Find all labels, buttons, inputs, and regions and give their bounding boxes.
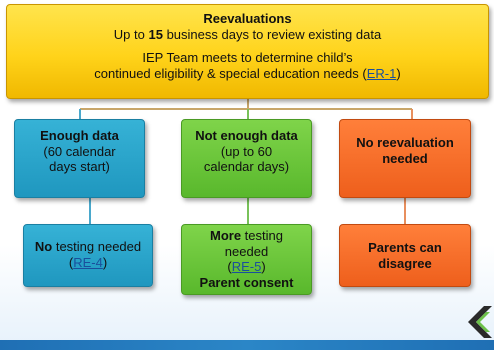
parents-can-text: Parents can	[368, 240, 442, 255]
iep-team-text: IEP Team meets to determine child’s	[142, 50, 353, 66]
enough-data-line2: (60 calendar	[43, 143, 116, 159]
no-testing-bold: No	[34, 239, 53, 254]
review-suffix: business days to review existing data	[162, 26, 382, 42]
eligibility-prefix: continued eligibility & special educatio…	[94, 65, 367, 81]
reevaluations-box: Reevaluations Up to 15 business days to …	[6, 4, 489, 99]
no-reevaluation-title-1: No reevaluation	[356, 135, 454, 150]
review-timeline-text: Up to 15 business days to review existin…	[7, 27, 488, 43]
no-testing-text: testing needed	[52, 239, 142, 254]
parent-consent-text: Parent consent	[199, 274, 294, 290]
reevaluations-title: Reevaluations	[203, 11, 292, 26]
review-days-number: 15	[148, 26, 163, 42]
chevron-logo-icon	[468, 306, 492, 338]
not-enough-data-title: Not enough data	[195, 128, 298, 143]
re-5-link[interactable]: RE-5	[231, 259, 262, 275]
footer-bar	[0, 340, 494, 350]
no-reevaluation-box: No reevaluation needed	[339, 119, 471, 198]
parents-disagree-box: Parents can disagree	[339, 224, 471, 287]
er-1-link[interactable]: ER-1	[366, 65, 397, 81]
eligibility-text: continued eligibility & special educatio…	[7, 66, 488, 82]
more-testing-needed: needed	[224, 243, 269, 259]
re-4-link[interactable]: RE-4	[73, 254, 103, 270]
re-5-open: (	[227, 259, 232, 275]
more-testing-text: testing	[241, 228, 283, 243]
enough-data-title: Enough data	[40, 128, 119, 143]
not-enough-data-box: Not enough data (up to 60 calendar days)	[181, 119, 312, 198]
enough-data-box: Enough data (60 calendar days start)	[14, 119, 145, 198]
no-reevaluation-title-2: needed	[382, 150, 428, 166]
re-5-close: )	[261, 259, 266, 275]
disagree-text: disagree	[378, 255, 432, 271]
no-testing-box: No testing needed (RE-4)	[23, 224, 153, 287]
more-testing-bold: More	[210, 228, 242, 243]
re-4-open: (	[68, 254, 74, 270]
more-testing-box: More testing needed (RE-5) Parent consen…	[181, 224, 312, 295]
not-enough-data-line2: (up to 60	[220, 143, 273, 159]
review-prefix: Up to	[113, 26, 149, 42]
enough-data-line3: days start)	[49, 159, 110, 175]
not-enough-data-line3: calendar days)	[203, 159, 290, 175]
eligibility-suffix: )	[396, 65, 401, 81]
re-4-close: )	[102, 254, 108, 270]
